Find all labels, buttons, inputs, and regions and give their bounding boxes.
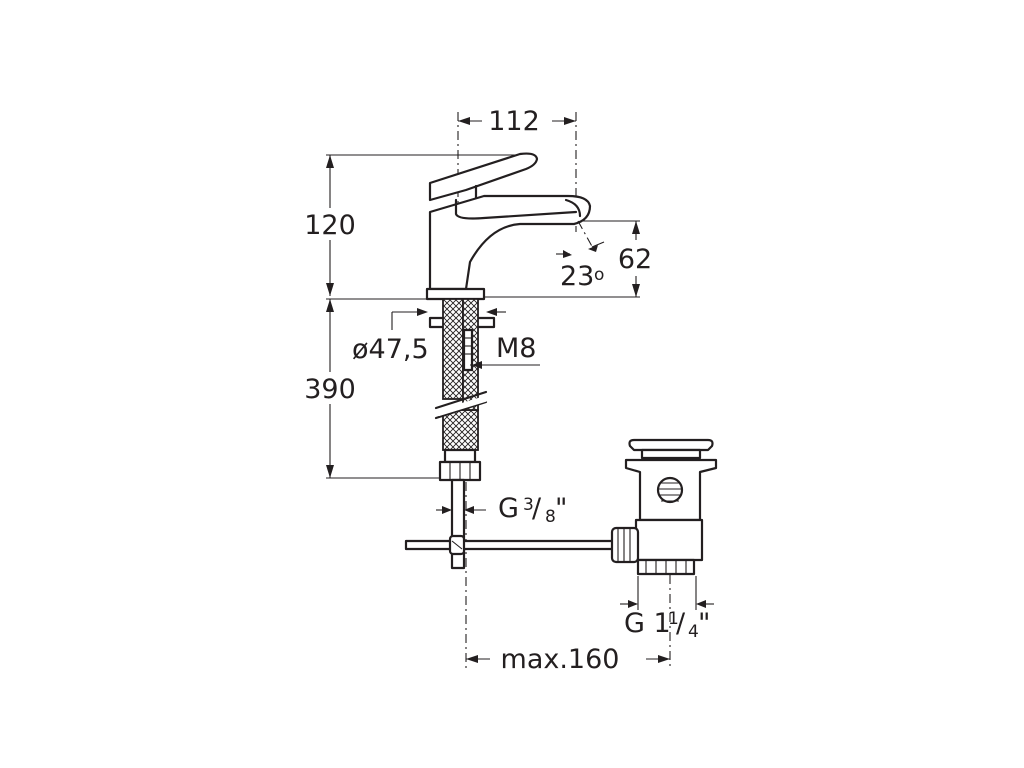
dimension-62: 62 23 o <box>484 220 652 298</box>
g-num-label: 3 <box>523 495 534 515</box>
angle-23-label: 23 <box>560 261 594 292</box>
flex-hose <box>434 298 488 451</box>
height-120-label: 120 <box>304 210 356 241</box>
height-390-label: 390 <box>304 374 356 405</box>
g-suffix-label: " <box>555 493 567 524</box>
max-160-label: max.160 <box>501 644 620 675</box>
spout-62-label: 62 <box>618 244 652 275</box>
threaded-rod <box>462 328 474 372</box>
g114-prefix-label: G 1 <box>624 608 671 639</box>
width-label: 112 <box>488 106 540 137</box>
dimension-390: 390 <box>304 298 440 479</box>
diameter-label: ø47,5 <box>352 334 429 365</box>
dimension-diameter: ø47,5 <box>352 308 506 365</box>
g114-num-label: 1 <box>668 609 679 629</box>
waste-valve <box>610 438 718 576</box>
pop-up-rod <box>404 534 618 556</box>
dimension-max-160: max.160 <box>466 644 670 675</box>
g-den-label: 8 <box>545 507 556 527</box>
m8-label: M8 <box>496 333 536 364</box>
g-sep-label: / <box>532 493 542 524</box>
g114-suffix-label: " <box>698 608 710 639</box>
g114-sep-label: / <box>676 608 686 639</box>
dimension-g-1-1-4: G 1 1 / 4 " <box>620 575 714 668</box>
g114-den-label: 4 <box>688 622 699 642</box>
dimension-g-3-8: G 3 / 8 " <box>436 482 567 668</box>
angle-unit-label: o <box>594 265 604 285</box>
g-prefix-label: G <box>498 493 519 524</box>
dimension-120: 120 <box>304 154 518 296</box>
dimension-m8: M8 <box>470 333 540 369</box>
